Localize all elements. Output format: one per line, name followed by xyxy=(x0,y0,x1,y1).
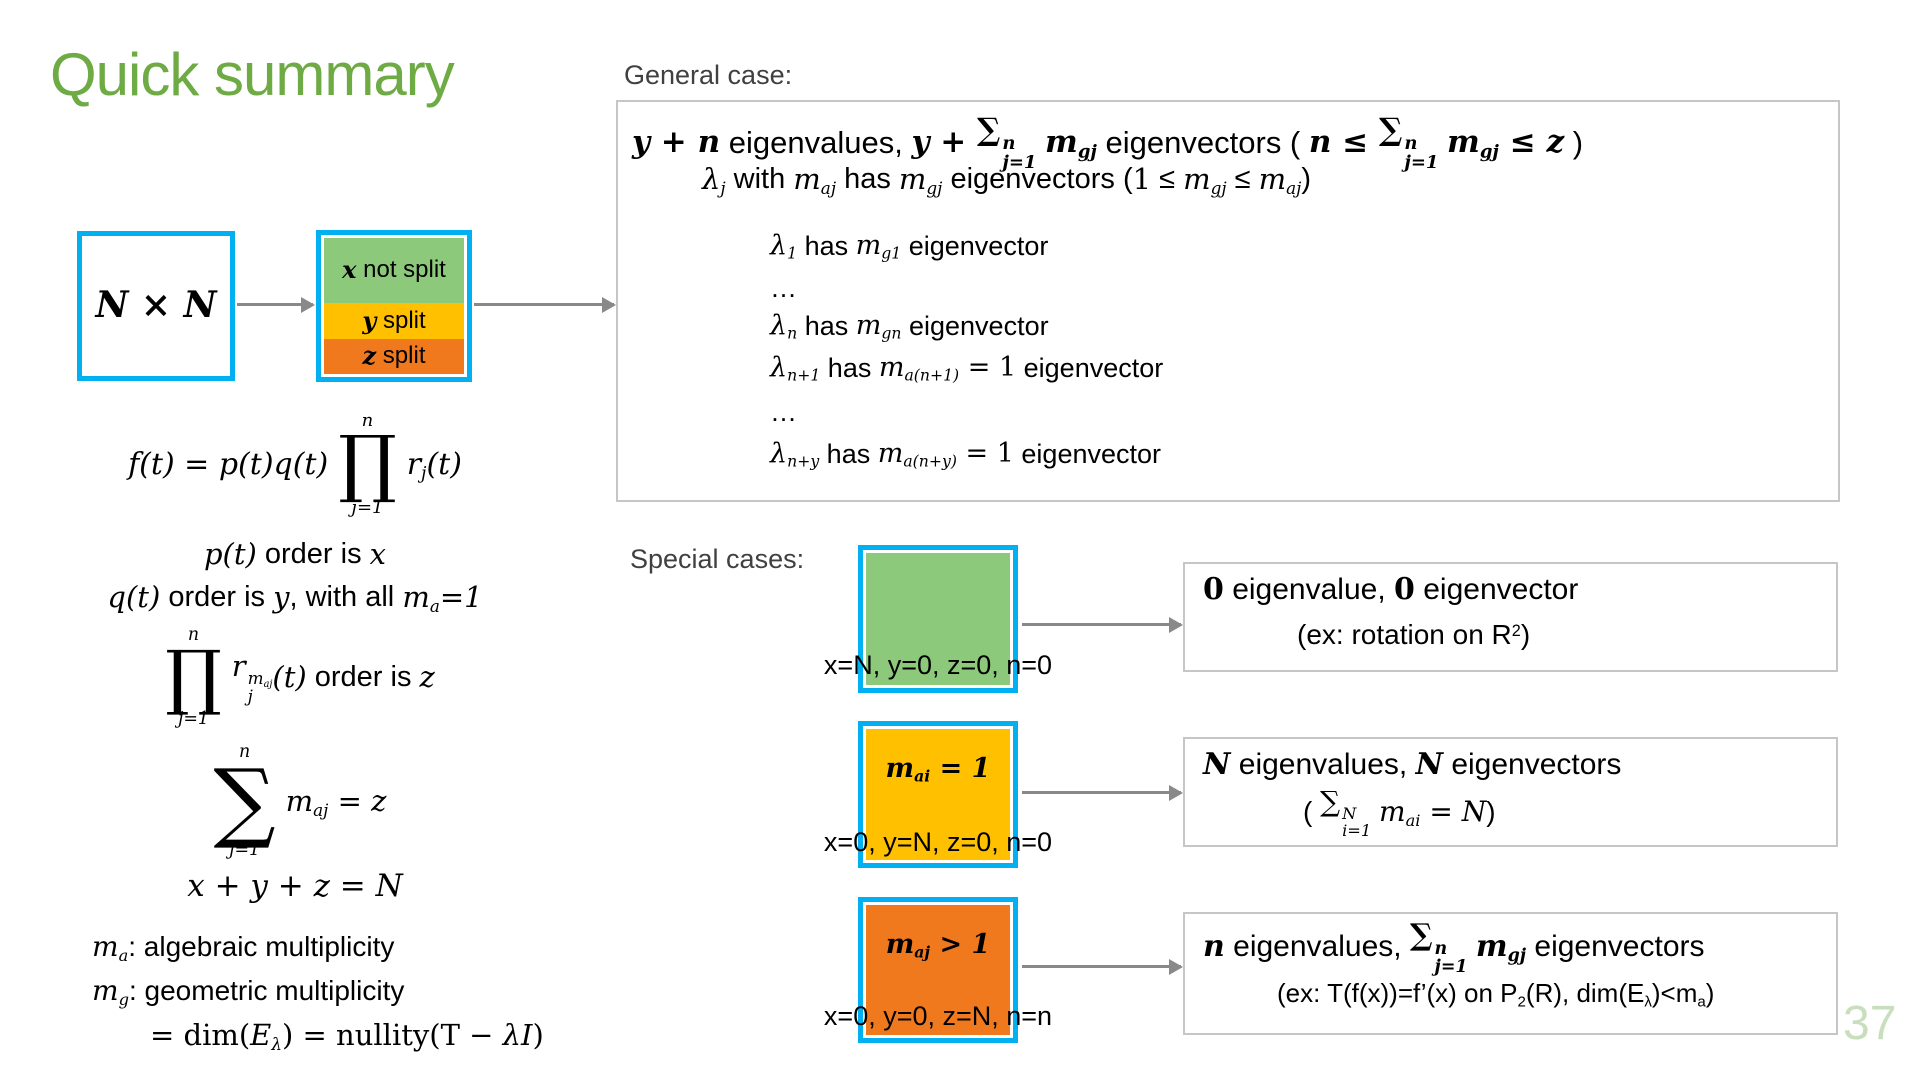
special-arrow-3 xyxy=(1022,965,1181,968)
special-arrow-1 xyxy=(1022,623,1181,626)
legend-geometric-equation: = dim(Eλ) = nullity(T − λI) xyxy=(150,1018,544,1055)
matrix-label: N × N xyxy=(95,284,217,327)
special-case-box-orange-fill: maj > 1 xyxy=(866,905,1010,1035)
general-line-ellipsis-2: … xyxy=(770,397,797,427)
split-row-z-split: z split xyxy=(324,338,464,374)
general-line-lambda-ny: λn+y has ma(n+y) = 1 eigenvector xyxy=(770,438,1161,471)
special-case-caption-3: x=0, y=0, z=N, n=n xyxy=(823,1001,1053,1031)
special-case-box-green-fill xyxy=(866,553,1010,685)
special-arrow-2 xyxy=(1022,791,1181,794)
special-case-box-orange: maj > 1 xyxy=(858,897,1018,1043)
result-2-line-1: N eigenvalues, N eigenvectors xyxy=(1203,747,1622,782)
special-case-box-yellow-label: mai = 1 xyxy=(885,753,991,786)
special-case-box-orange-label: maj > 1 xyxy=(885,929,991,962)
special-cases-label: Special cases: xyxy=(630,544,805,574)
split-row-y-split: y split xyxy=(324,303,464,339)
general-line-lambda-1: λ1 has mg1 eigenvector xyxy=(770,230,1049,263)
formula-q-order: q(t) order is y, with all ma=1 xyxy=(107,580,483,617)
formula-xyz: x + y + z = N xyxy=(187,868,403,904)
flow-arrow-1 xyxy=(237,303,313,306)
split-row-y-label: y split xyxy=(362,305,426,335)
page-number: 37 xyxy=(1843,997,1897,1050)
result-1-line-2: (ex: rotation on R2) xyxy=(1297,619,1531,650)
general-line-lambda-n1: λn+1 has ma(n+1) = 1 eigenvector xyxy=(770,352,1164,385)
formula-p-order: p(t) order is x xyxy=(203,537,387,571)
split-row-z-label: z split xyxy=(362,340,426,370)
special-case-caption-2: x=0, y=N, z=0, n=0 xyxy=(823,827,1053,857)
result-box-1: 0 eigenvalue, 0 eigenvector (ex: rotatio… xyxy=(1183,562,1838,672)
split-row-x-not-split: x not split xyxy=(324,238,464,304)
general-case-label: General case: xyxy=(624,60,793,90)
special-case-box-green xyxy=(858,545,1018,693)
split-box: x not split y split z split xyxy=(316,230,472,382)
general-line-lambda-j: λj with maj has mgj eigenvectors (1 ≤ mg… xyxy=(702,162,1312,199)
special-case-box-yellow-fill: mai = 1 xyxy=(866,729,1010,860)
result-3-line-2: (ex: T(f(x))=f’(x) on P2(R), dim(Eλ)<ma) xyxy=(1277,978,1715,1011)
slide-title: Quick summary xyxy=(50,41,455,108)
general-line-ellipsis-1: … xyxy=(770,273,797,303)
legend-algebraic-multiplicity: ma: algebraic multiplicity xyxy=(92,930,395,965)
split-row-x-label: x not split xyxy=(342,255,446,285)
matrix-box: N × N xyxy=(77,231,235,381)
special-case-caption-1: x=N, y=0, z=0, n=0 xyxy=(823,650,1053,680)
result-1-line-1: 0 eigenvalue, 0 eigenvector xyxy=(1203,572,1579,607)
special-case-box-yellow: mai = 1 xyxy=(858,721,1018,868)
split-box-rows: x not split y split z split xyxy=(324,238,464,374)
flow-arrow-2 xyxy=(474,303,614,306)
legend-geometric-multiplicity: mg: geometric multiplicity xyxy=(92,974,405,1009)
general-line-lambda-n: λn has mgn eigenvector xyxy=(770,310,1049,343)
